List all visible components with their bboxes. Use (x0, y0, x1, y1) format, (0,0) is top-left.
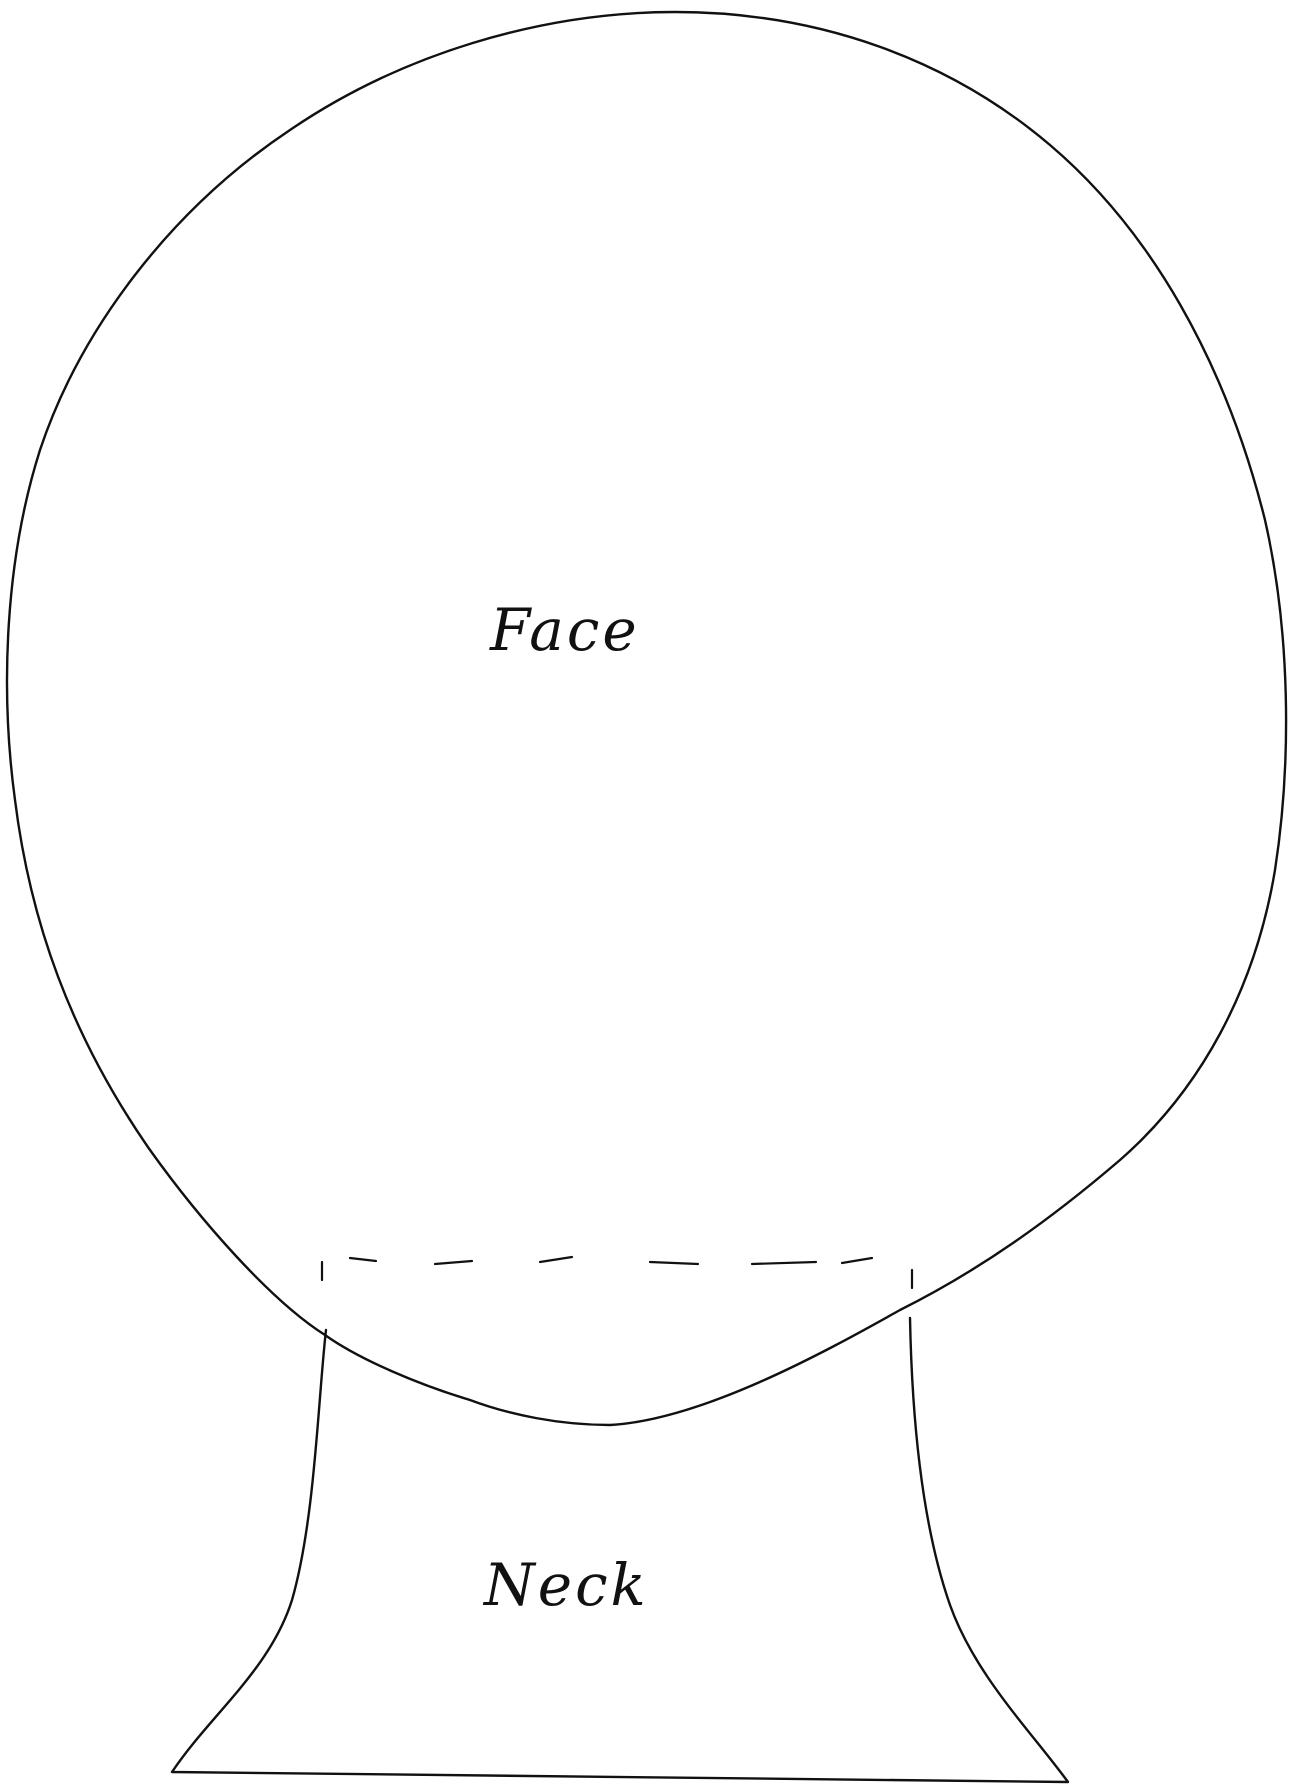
neck-outline (172, 1318, 1068, 1782)
head-outline (7, 12, 1286, 1425)
fold-dash (540, 1257, 572, 1262)
fold-dash (435, 1261, 472, 1264)
fold-dash (752, 1262, 816, 1264)
fold-line (322, 1257, 912, 1288)
face-label: Face (489, 596, 640, 664)
fold-dash (350, 1258, 376, 1261)
fold-dash (650, 1262, 698, 1264)
neck-label: Neck (482, 1551, 649, 1619)
fold-dash (842, 1258, 872, 1263)
